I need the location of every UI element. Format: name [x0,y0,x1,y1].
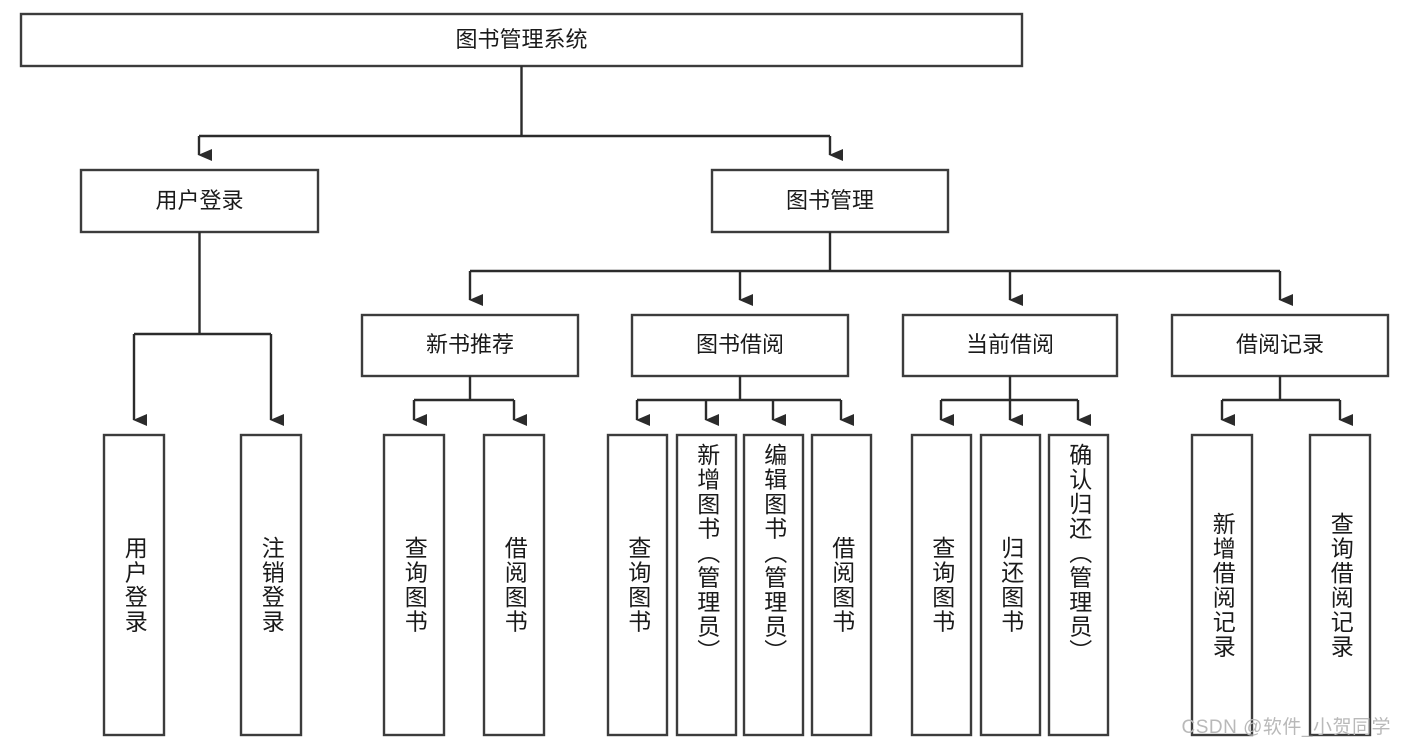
leaf-box-borrow-book-2[interactable] [810,433,873,737]
connector-new-book-recommend-to-leaves [412,376,527,426]
node-new-book-recommend[interactable]: 新书推荐 [360,313,580,378]
node-book-management-label: 图书管理 [786,188,874,213]
leaf-box-edit-book-admin[interactable] [742,433,805,737]
node-root[interactable]: 图书管理系统 [19,12,1024,68]
connector-root-to-level2 [197,66,843,161]
node-new-book-recommend-label: 新书推荐 [426,332,514,357]
leaf-box-borrow-book-1[interactable] [482,433,546,737]
node-current-borrow-label: 当前借阅 [966,332,1054,357]
node-current-borrow-box[interactable] [901,313,1119,378]
leaf-box-confirm-return-admin[interactable] [1047,433,1110,737]
csdn-watermark: CSDN @软件_小贺同学 [1181,717,1391,738]
leaf-box-logout[interactable] [239,433,303,737]
leaf-box-query-borrow-record[interactable] [1308,433,1372,737]
leaf-box-user-login[interactable] [102,433,166,737]
node-user-login-label: 用户登录 [155,188,243,213]
node-user-login-box[interactable] [79,168,320,234]
node-new-book-recommend-box[interactable] [360,313,580,378]
connector-borrow-record-to-leaves [1220,376,1353,426]
leaf-box-query-book-3[interactable] [910,433,973,737]
connector-book-borrow-to-leaves [635,376,854,426]
node-root-label: 图书管理系统 [455,27,587,52]
leaf-box-add-borrow-record[interactable] [1190,433,1254,737]
connector-book-management-to-level3 [468,232,1293,306]
node-borrow-record[interactable]: 借阅记录 [1170,313,1390,378]
node-borrow-record-label: 借阅记录 [1236,332,1324,357]
node-book-management[interactable]: 图书管理 [710,168,950,234]
node-book-borrow[interactable]: 图书借阅 [630,313,850,378]
leaf-box-query-book-1[interactable] [382,433,446,737]
leaf-box-add-book-admin[interactable] [675,433,738,737]
node-user-login[interactable]: 用户登录 [79,168,320,234]
node-current-borrow[interactable]: 当前借阅 [901,313,1119,378]
connector-current-borrow-to-leaves [939,376,1091,426]
node-root-box[interactable] [19,12,1024,68]
connector-user-login-to-leaves [132,232,284,426]
leaf-box-return-book[interactable] [979,433,1042,737]
leaf-box-query-book-2[interactable] [606,433,669,737]
node-book-borrow-label: 图书借阅 [696,332,784,357]
